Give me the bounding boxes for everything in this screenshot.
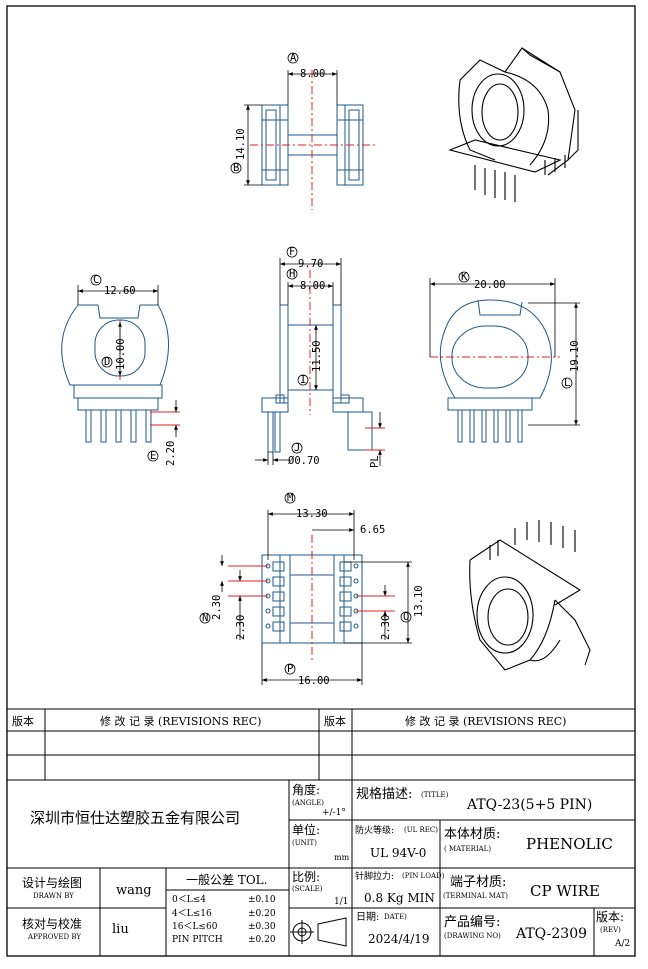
date-label: 日期: [356,911,379,923]
approved-label: 核对与校准 [22,916,82,931]
tol-range-4: PIN PITCH [172,935,223,945]
spec-value: ATQ-23(5+5 PIN) [466,797,592,813]
dim-top-height: 14.10 [235,128,247,160]
drawn-en: DRAWN BY [33,892,74,900]
dim-bottom-offset: 6.65 [360,524,385,536]
dim-bottom-pitch-c: 2.30 [380,615,392,640]
label-b: B [233,162,239,174]
rev-ver-label-left: 版本 [12,714,34,728]
rev-en: (REV) [600,926,621,934]
fire-en: (UL REC) [404,826,438,834]
dim-bottom-width1: 13.30 [296,508,328,520]
angle-value: +/-1° [322,808,346,818]
dim-bottom-width2: 16.00 [298,675,330,687]
tol-value-4: ±0.20 [248,935,276,945]
dim-front-pin: Ø0.70 [288,455,320,467]
label-j: J [294,442,300,454]
approved-en: APPROVED BY [27,933,81,941]
scale-label: 比例: [292,870,320,884]
body-label: 本体材质: [444,827,500,842]
scale-value: 1/1 [334,897,348,907]
drawno-value: ATQ-2309 [515,926,587,942]
bottom-view: 13.30 6.65 2.30 2.30 2.30 13.10 16.00 M … [199,492,425,687]
tol-range-1: 0＜L≤4 [172,895,206,905]
date-en: DATE) [384,913,407,921]
label-i: I [300,374,306,386]
pinload-en: (PIN LOAD) [402,872,445,880]
tol-value-1: ±0.10 [248,895,276,905]
right-view: 20.00 19.10 K L [429,271,581,443]
drawn-value: wang [116,883,152,898]
spec-label: 规格描述: [356,786,412,802]
dim-front-inner: 8.00 [300,280,325,292]
top-view: 8.00 14.10 A B [230,52,375,210]
dim-front-outer: 9.70 [298,258,323,270]
label-o: O [403,611,409,623]
drawn-label: 设计与绘图 [22,875,82,890]
title-block-grid [7,780,635,956]
term-value: CP WIRE [530,882,600,900]
dim-bottom-pitch-a: 2.30 [211,595,223,620]
front-view: 9.70 8.00 11.50 Ø0.70 PL F H I J [255,246,385,468]
label-c: C [93,274,99,286]
approved-value: liu [112,922,129,937]
fire-label: 防火等级: [355,824,394,836]
dim-bottom-height: 13.10 [413,585,425,617]
label-e: E [150,450,156,462]
dim-bottom-pitch-b: 2.30 [235,615,247,640]
unit-en: (UNIT) [292,839,317,847]
body-en: ( MATERIAL) [444,845,491,853]
dim-left-pin-gap: 2.20 [165,441,177,466]
tol-title: 一般公差 TOL. [186,872,267,887]
label-n: N [202,612,208,624]
body-value: PHENOLIC [526,835,613,853]
drawno-en: (DRAWING NO) [444,932,501,940]
dim-front-height: 11.50 [311,340,323,372]
dim-left-width: 12.60 [104,285,136,297]
projection-symbol-icon [290,917,347,947]
dim-top-width: 8.00 [300,68,325,80]
unit-value: mm [334,853,350,862]
revisions-table [7,708,635,781]
term-en: (TERMINAL MAT) [443,892,508,900]
angle-en: (ANGLE) [292,799,324,807]
spec-en: (TITLE) [421,791,449,799]
label-m: M [287,492,293,504]
label-h: H [289,268,295,280]
dim-right-width: 20.00 [474,279,506,291]
sheet-border [6,5,636,957]
label-l: L [564,377,570,389]
company-name: 深圳市恒仕达塑胶五金有限公司 [30,809,240,827]
rev-value: A/2 [614,939,630,949]
tol-range-3: 16＜L≤60 [172,922,218,932]
pinload-value: 0.8 Kg MIN [364,891,435,905]
date-value: 2024/4/19 [368,932,430,946]
iso-view-bottom [469,520,591,671]
drawno-label: 产品编号: [444,915,500,930]
rev-label: 版本: [596,910,624,924]
tol-value-2: ±0.20 [248,909,276,919]
left-view: 12.60 10.00 2.20 C D E [61,274,180,466]
label-k: K [461,271,468,283]
label-f: F [289,246,295,258]
label-a: A [290,52,297,64]
term-label: 端子材质: [450,875,506,890]
fire-value: UL 94V-0 [370,846,426,860]
dim-right-height: 19.10 [569,340,581,372]
dim-left-inner: 10.00 [115,338,127,370]
tol-range-2: 4＜L≤16 [172,909,212,919]
label-p: P [287,663,293,675]
unit-label: 单位: [292,822,320,837]
rev-ver-label-right: 版本 [324,714,346,728]
rev-header-left: 修 改 记 录 (REVISIONS REC) [100,714,261,728]
pinload-label: 针脚拉力: [355,870,394,882]
dim-front-pl: PL [369,455,381,468]
rev-header-right: 修 改 记 录 (REVISIONS REC) [405,714,566,728]
angle-label: 角度: [292,782,320,797]
label-d: D [104,356,110,368]
tol-value-3: ±0.30 [248,922,276,932]
iso-view-top [448,47,579,202]
scale-en: (SCALE) [292,885,323,893]
